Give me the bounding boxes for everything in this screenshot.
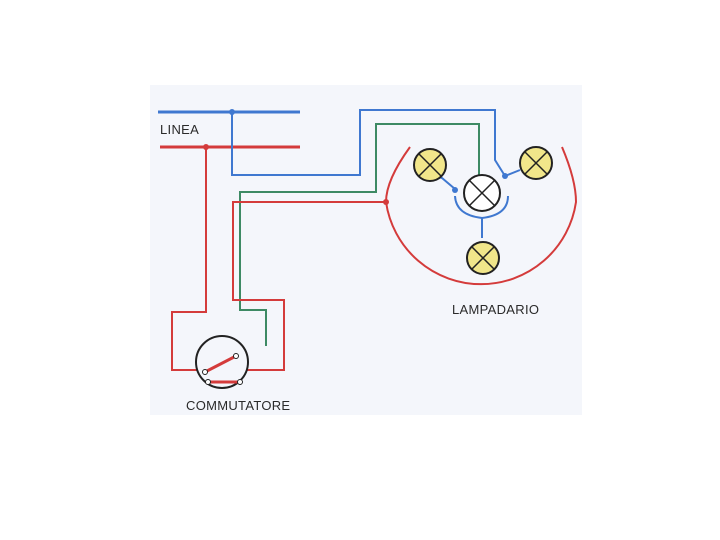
junction-blue-right xyxy=(502,173,508,179)
switch-label: COMMUTATORE xyxy=(186,398,290,413)
junction-red-arc xyxy=(383,199,389,205)
green-circuit xyxy=(239,123,480,346)
line-label: LINEA xyxy=(160,122,199,137)
lamp-left xyxy=(413,148,447,182)
paper-background xyxy=(150,85,582,415)
junction-red-line xyxy=(203,144,209,150)
junction-blue-left xyxy=(452,187,458,193)
changeover-switch xyxy=(195,335,249,389)
lamp-center xyxy=(463,174,501,212)
chandelier-label: LAMPADARIO xyxy=(452,302,539,317)
lamp-bottom xyxy=(466,241,500,275)
junction-blue-line xyxy=(229,109,235,115)
lamp-right xyxy=(519,146,553,180)
